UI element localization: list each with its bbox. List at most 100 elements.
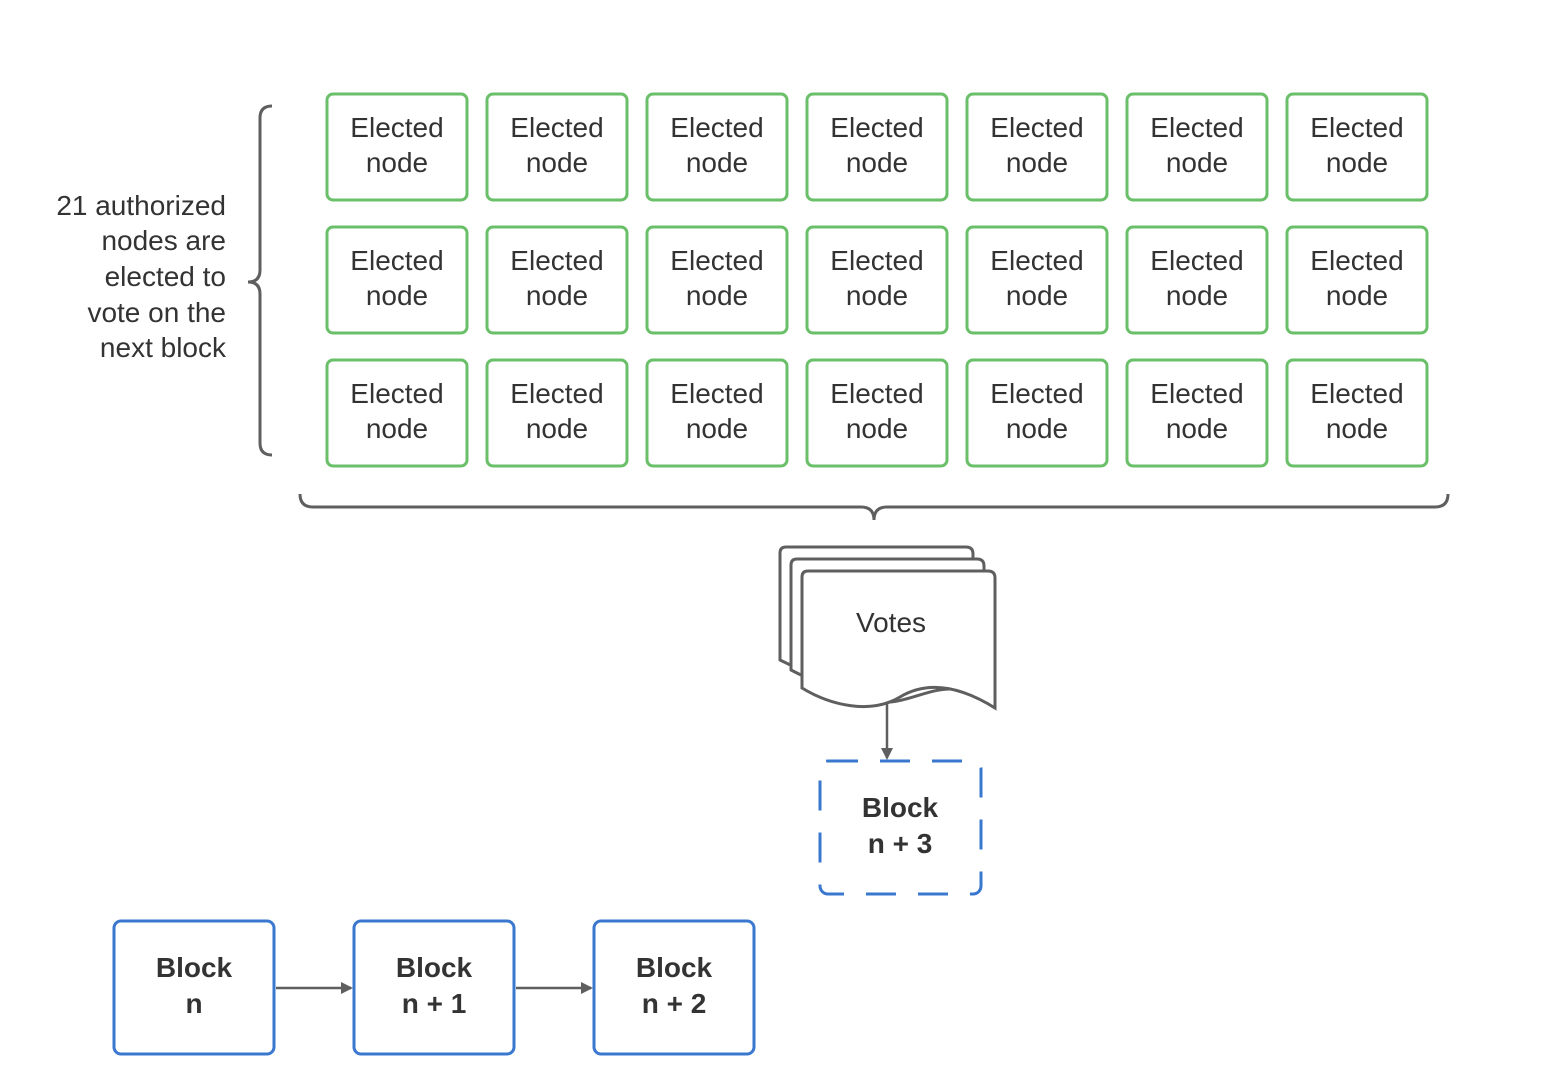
elected-node: Elected node	[965, 358, 1109, 468]
elected-node-border	[805, 225, 949, 335]
elected-node-sublabel: node	[526, 280, 588, 311]
elected-node-border	[805, 358, 949, 468]
elected-node-border	[1285, 225, 1429, 335]
votes-sheet-front	[800, 569, 997, 711]
side-label-line-3: elected to	[105, 261, 226, 292]
elected-node: Elected node	[1125, 225, 1269, 335]
elected-node-sublabel: node	[1006, 147, 1068, 178]
elected-node-label: Elected	[350, 245, 443, 276]
elected-node-label: Elected	[510, 245, 603, 276]
votes-document-stack: Votes	[778, 545, 997, 711]
chain-block-number: n	[185, 988, 202, 1019]
elected-node-sublabel: node	[846, 147, 908, 178]
chain-block-border	[592, 919, 756, 1056]
elected-node-border	[805, 92, 949, 202]
elected-node-border	[325, 358, 469, 468]
side-label: 21 authorized nodes are elected to vote …	[56, 190, 227, 363]
elected-node: Elected node	[1125, 358, 1269, 468]
elected-node-sublabel: node	[526, 147, 588, 178]
elected-node-border	[965, 92, 1109, 202]
left-curly-brace	[247, 104, 273, 457]
elected-node-sublabel: node	[1166, 413, 1228, 444]
elected-node-sublabel: node	[366, 280, 428, 311]
elected-node-sublabel: node	[846, 280, 908, 311]
elected-node-border	[1125, 225, 1269, 335]
chain-block-title: Block	[396, 952, 473, 983]
elected-node-label: Elected	[990, 378, 1083, 409]
chain-block-border	[112, 919, 276, 1056]
elected-node: Elected node	[805, 92, 949, 202]
elected-node-border	[645, 92, 789, 202]
elected-node-label: Elected	[350, 112, 443, 143]
elected-node-label: Elected	[830, 112, 923, 143]
elected-node-sublabel: node	[1166, 147, 1228, 178]
elected-node-border	[485, 225, 629, 335]
elected-node-label: Elected	[1310, 112, 1403, 143]
elected-node-sublabel: node	[686, 413, 748, 444]
elected-node-sublabel: node	[526, 413, 588, 444]
elected-node-sublabel: node	[1006, 280, 1068, 311]
elected-node-sublabel: node	[1326, 280, 1388, 311]
chain-block: Block n + 2	[592, 919, 756, 1056]
elected-node-border	[325, 225, 469, 335]
elected-node-sublabel: node	[366, 413, 428, 444]
elected-node-grid: ElectednodeElectednodeElectednodeElected…	[325, 92, 1429, 468]
elected-node: Elected node	[805, 358, 949, 468]
votes-label: Votes	[856, 607, 926, 638]
elected-node-label: Elected	[1150, 245, 1243, 276]
chain-block: Block n	[112, 919, 276, 1056]
elected-node-label: Elected	[1150, 378, 1243, 409]
elected-node-label: Elected	[830, 378, 923, 409]
elected-node: Elected node	[965, 225, 1109, 335]
chain-block-number: n + 2	[642, 988, 707, 1019]
elected-node-sublabel: node	[1006, 413, 1068, 444]
elected-node-label: Elected	[510, 112, 603, 143]
elected-node-border	[1125, 92, 1269, 202]
elected-node-label: Elected	[670, 378, 763, 409]
elected-node-sublabel: node	[366, 147, 428, 178]
elected-node: Elected node	[805, 225, 949, 335]
elected-node-border	[485, 92, 629, 202]
chain-block-title: Block	[156, 952, 233, 983]
elected-node-label: Elected	[830, 245, 923, 276]
elected-node-border	[645, 225, 789, 335]
elected-node: Elected node	[485, 358, 629, 468]
block-chain: Block n Block n + 1 Block n + 2	[112, 919, 756, 1056]
elected-node-border	[325, 92, 469, 202]
elected-node-sublabel: node	[846, 413, 908, 444]
elected-node: Elected node	[645, 225, 789, 335]
elected-node-label: Elected	[1310, 378, 1403, 409]
pending-block-title: Block	[862, 792, 939, 823]
elected-node: Elected node	[325, 92, 469, 202]
elected-node-label: Elected	[510, 378, 603, 409]
side-label-line-2: nodes are	[101, 225, 226, 256]
chain-block-title: Block	[636, 952, 713, 983]
elected-node-border	[485, 358, 629, 468]
elected-node-border	[965, 225, 1109, 335]
chain-block-number: n + 1	[402, 988, 467, 1019]
elected-node-label: Elected	[670, 245, 763, 276]
elected-node-label: Elected	[670, 112, 763, 143]
elected-node: Elected node	[645, 92, 789, 202]
elected-node-border	[1285, 358, 1429, 468]
side-label-line-4: vote on the	[87, 297, 226, 328]
elected-node: Elected node	[485, 92, 629, 202]
elected-node: Elected node	[965, 92, 1109, 202]
elected-node-sublabel: node	[686, 280, 748, 311]
elected-node-label: Elected	[1310, 245, 1403, 276]
elected-node-sublabel: node	[686, 147, 748, 178]
elected-node: Elected node	[645, 358, 789, 468]
elected-node: Elected node	[485, 225, 629, 335]
elected-node-border	[965, 358, 1109, 468]
elected-node-label: Elected	[990, 245, 1083, 276]
elected-node-sublabel: node	[1166, 280, 1228, 311]
chain-block-border	[352, 919, 516, 1056]
elected-node-sublabel: node	[1326, 147, 1388, 178]
bottom-curly-brace	[298, 493, 1450, 521]
elected-node-label: Elected	[990, 112, 1083, 143]
pending-block: Block n + 3	[818, 759, 983, 896]
